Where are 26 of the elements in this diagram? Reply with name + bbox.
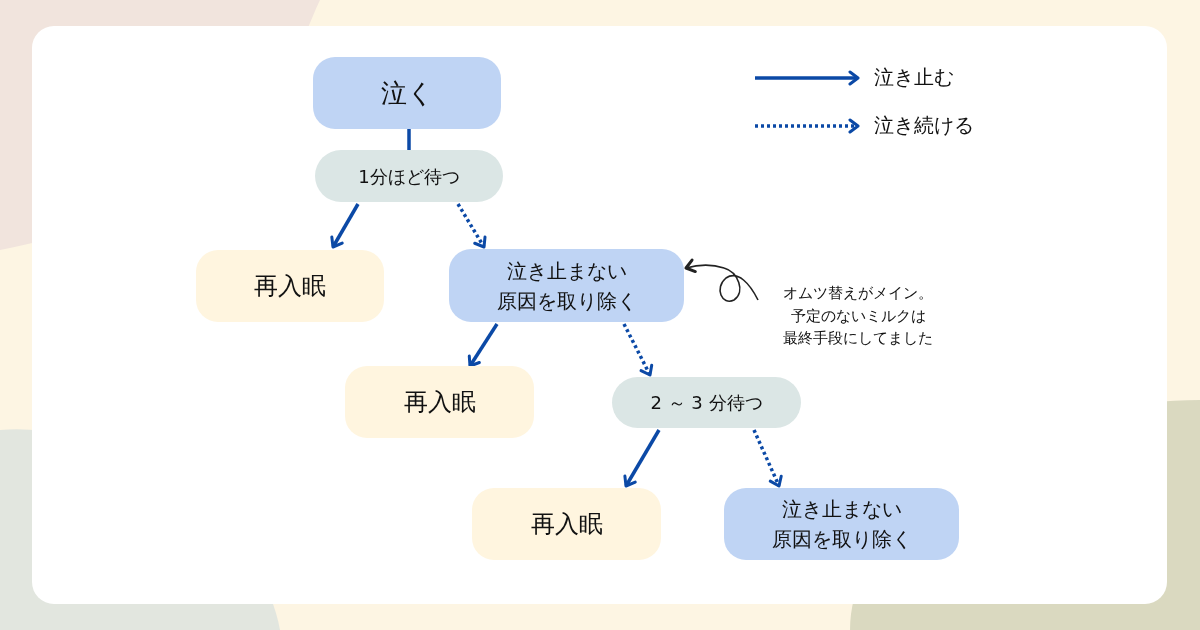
node-label: 泣き止まない原因を取り除く	[495, 257, 638, 315]
result-box	[196, 250, 384, 322]
result-box	[345, 366, 534, 438]
node-label: 2 ～ 3 分待つ	[650, 391, 763, 415]
arrow	[330, 203, 360, 249]
node-label: 再入眠	[530, 509, 603, 540]
arrow	[456, 203, 487, 249]
node-label: 泣く	[380, 76, 434, 110]
legend-label: 泣き続ける	[874, 112, 974, 139]
wait-box	[315, 150, 503, 202]
annotation-text: オムツ替えがメイン。予定のないミルクは最終手段にしてました	[782, 283, 934, 350]
process-box	[724, 488, 959, 560]
arrow	[752, 429, 783, 488]
process-box	[449, 249, 684, 322]
process-box	[313, 57, 501, 129]
node-label: 泣き止まない原因を取り除く	[770, 496, 913, 553]
arrow	[467, 323, 499, 368]
legend-label: 泣き止む	[874, 64, 954, 91]
leader-arrow	[684, 258, 759, 302]
arrow	[623, 429, 661, 488]
wait-box	[612, 377, 801, 428]
arrow	[622, 323, 654, 377]
node-label: 再入眠	[254, 271, 326, 302]
node-label: 1分ほど待つ	[358, 164, 460, 189]
result-box	[472, 488, 661, 560]
node-label: 再入眠	[403, 387, 476, 418]
